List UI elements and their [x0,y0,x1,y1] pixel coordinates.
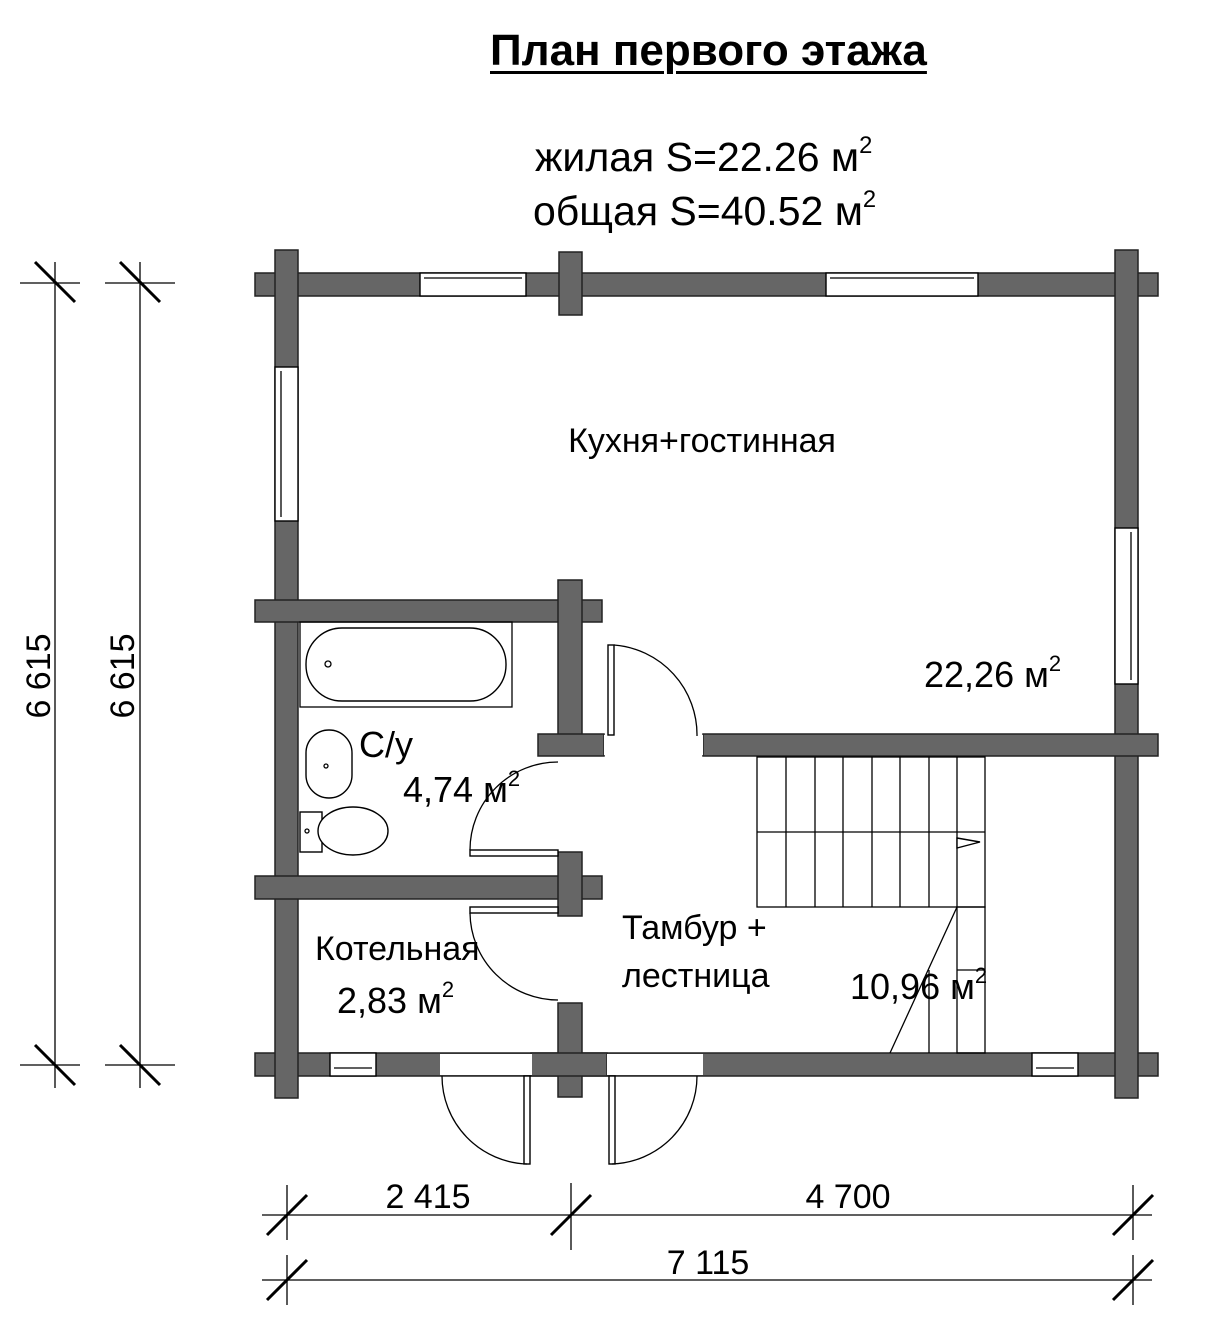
room-name-bathroom: С/у [359,724,413,765]
dimension-width-total: 7 115 [667,1244,750,1282]
living-area: жилая S=22.26 м2 [535,132,873,180]
total-area: общая S=40.52 м2 [533,186,877,234]
dimension-lines [20,260,1155,1305]
page-title: План первого этажа [490,26,927,75]
room-area-bathroom: 4,74 м2 [403,766,520,810]
bathroom-fixtures [299,621,513,856]
windows [274,272,1139,1077]
room-name-vestibule-line2: лестница [622,957,770,995]
doors [441,644,698,1165]
room-area-boiler: 2,83 м2 [337,977,454,1021]
dimension-height-outer: 6 615 [20,633,58,718]
room-name-boiler: Котельная [315,930,480,968]
dimension-width-right: 4 700 [805,1178,890,1216]
room-name-kitchen: Кухня+гостинная [568,422,836,460]
room-area-vestibule: 10,96 м2 [850,963,987,1007]
staircase [756,756,986,1054]
dimension-width-left: 2 415 [385,1178,470,1216]
room-area-kitchen: 22,26 м2 [924,651,1061,695]
dimension-height-inner: 6 615 [104,633,142,718]
room-name-vestibule-line1: Тамбур + [622,909,767,947]
openings [440,735,703,1075]
